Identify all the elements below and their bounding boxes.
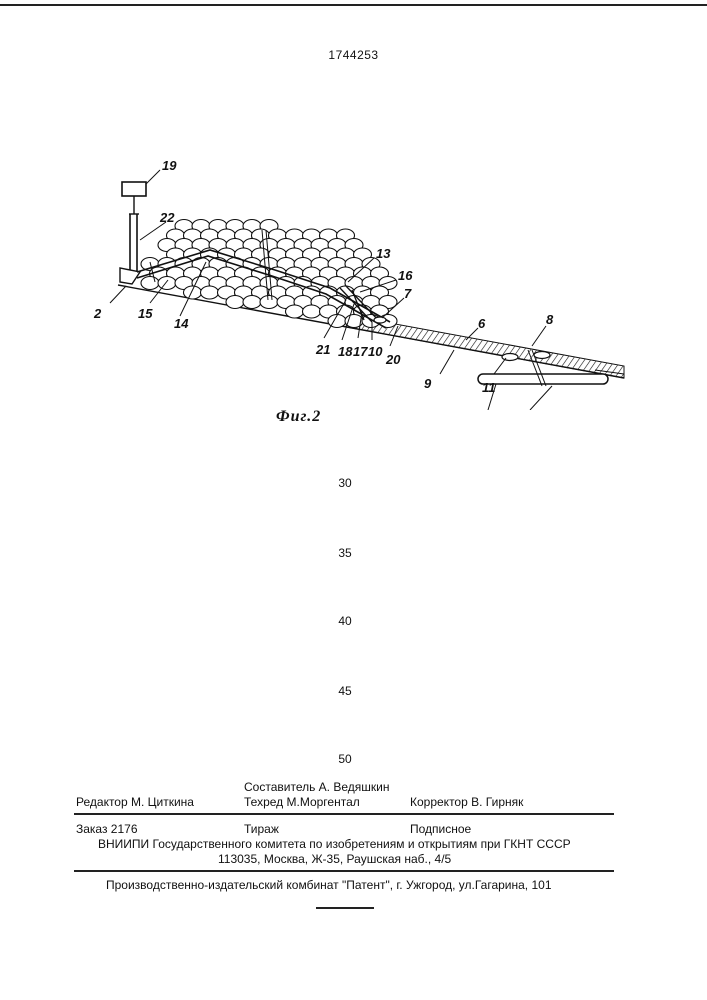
label-6: 6 (478, 316, 486, 331)
label-2: 2 (93, 306, 102, 321)
order-subscription: Подписное (410, 822, 471, 836)
credit-editor: Редактор М. Циткина (76, 795, 194, 809)
stone (286, 305, 304, 318)
pump-unit-19 (122, 182, 146, 196)
top-rule (0, 4, 707, 6)
order-circulation: Тираж (244, 822, 279, 836)
line-number: 30 (315, 476, 375, 490)
bottom-short-rule (316, 907, 374, 909)
label-16: 16 (398, 268, 413, 283)
figure-caption: Фиг.2 (276, 408, 321, 426)
stone (243, 296, 261, 309)
label-17: 17 (353, 344, 368, 359)
label-14: 14 (174, 316, 189, 331)
label-18: 18 (338, 344, 353, 359)
stone (141, 277, 159, 290)
figure-2-drawing: 19 22 2 15 14 13 16 7 6 8 21 18 17 10 20… (0, 140, 707, 410)
label-20: 20 (385, 352, 401, 367)
line-number: 40 (315, 614, 375, 628)
standpipe (120, 182, 146, 284)
label-8: 8 (546, 312, 554, 327)
label-22: 22 (159, 210, 175, 225)
credit-compiler: Составитель А. Ведяшкин (244, 780, 389, 794)
label-7: 7 (404, 286, 412, 301)
order-organization: ВНИИПИ Государственного комитета по изоб… (98, 837, 571, 851)
stone (158, 277, 176, 290)
label-21: 21 (315, 342, 330, 357)
stone (184, 286, 202, 299)
label-15: 15 (138, 306, 153, 321)
footer-rule (74, 813, 614, 815)
order-number: Заказ 2176 (76, 822, 138, 836)
line-number: 50 (315, 752, 375, 766)
label-19: 19 (162, 158, 177, 173)
stone (303, 305, 321, 318)
stone (201, 286, 219, 299)
line-number: 35 (315, 546, 375, 560)
publisher-line: Производственно-издательский комбинат "П… (106, 878, 552, 892)
credit-corrector: Корректор В. Гирняк (410, 795, 523, 809)
credit-techred: Техред М.Моргентал (244, 795, 360, 809)
label-10: 10 (368, 344, 383, 359)
order-address: 113035, Москва, Ж-35, Раушская наб., 4/5 (218, 852, 451, 866)
line-number: 45 (315, 684, 375, 698)
stone (226, 296, 244, 309)
label-9: 9 (424, 376, 432, 391)
label-11: 11 (482, 380, 496, 395)
patent-number: 1744253 (0, 48, 707, 62)
stone (260, 296, 278, 309)
footer-rule (74, 870, 614, 872)
label-13: 13 (376, 246, 391, 261)
stone-pile (141, 220, 397, 328)
